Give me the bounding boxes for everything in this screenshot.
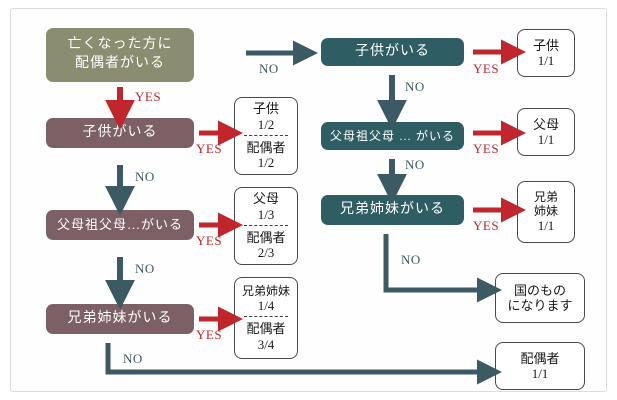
result-siblings-full-share: 1/1 bbox=[537, 218, 555, 234]
decision-spouse-exists: 亡くなった方に 配偶者がいる bbox=[46, 28, 194, 82]
result-spouse-full: 配偶者 1/1 bbox=[495, 342, 585, 390]
label-yes-right-children-to-result: YES bbox=[473, 61, 500, 76]
decision-left-siblings-label: 兄弟姉妹がいる bbox=[67, 310, 173, 326]
result-parents-full-heir: 父母 bbox=[532, 116, 559, 132]
result-parents-third-heir: 父母 bbox=[252, 191, 279, 207]
arrow-no-right-siblings-to-escheat bbox=[383, 234, 502, 303]
label-yes-parents-to-result: YES bbox=[196, 233, 223, 248]
result-parents-third-heir-share: 1/3 bbox=[257, 206, 275, 222]
result-children-full-heir: 子供 bbox=[532, 37, 559, 53]
label-yes-siblings-to-result: YES bbox=[196, 327, 223, 342]
decision-right-children-label: 子供がいる bbox=[355, 43, 430, 59]
result-parents-full: 父母 1/1 bbox=[517, 108, 575, 156]
result-children-half-heir: 子供 bbox=[252, 101, 279, 117]
result-siblings-quarter: 兄弟姉妹 1/4 配偶者 3/4 bbox=[234, 277, 298, 359]
label-no-children-to-parents: NO bbox=[135, 169, 155, 184]
result-parents-third: 父母 1/3 配偶者 2/3 bbox=[234, 187, 298, 265]
decision-left-parents-label: 父母祖父母…がいる bbox=[56, 217, 183, 233]
label-yes-children-to-result: YES bbox=[196, 141, 223, 156]
label-no-right-siblings-to-escheat: NO bbox=[401, 252, 421, 267]
result-siblings-full-heir-line2: 姉妹 bbox=[533, 204, 558, 219]
result-parents-full-share: 1/1 bbox=[537, 132, 555, 147]
result-children-full-share: 1/1 bbox=[537, 53, 555, 68]
decision-spouse-exists-line2: 配偶者がいる bbox=[75, 56, 165, 71]
label-no-siblings-to-spouse-only: NO bbox=[123, 351, 143, 366]
result-divider bbox=[243, 316, 289, 318]
label-no-right-parents-to-siblings: NO bbox=[405, 157, 425, 172]
result-divider bbox=[243, 225, 289, 226]
decision-right-children: 子供がいる bbox=[321, 38, 464, 66]
decision-left-children: 子供がいる bbox=[46, 118, 194, 148]
result-children-half-spouse: 配偶者 bbox=[246, 140, 286, 155]
label-no-right-children-to-parents: NO bbox=[405, 79, 425, 94]
arrow-no-siblings-to-spouse-only bbox=[105, 343, 502, 385]
decision-spouse-exists-line1: 亡くなった方に bbox=[67, 37, 173, 53]
result-escheat-to-state: 国のもの になります bbox=[495, 273, 585, 323]
label-yes-spouse-to-children: YES bbox=[135, 89, 162, 104]
diagram-card: 亡くなった方に 配偶者がいる 子供がいる 父母祖父母…がいる 兄弟姉妹がいる 子… bbox=[10, 8, 607, 392]
result-parents-third-spouse: 配偶者 bbox=[246, 230, 286, 245]
result-children-half-spouse-share: 1/2 bbox=[257, 155, 275, 171]
result-siblings-quarter-spouse: 配偶者 bbox=[246, 321, 286, 337]
decision-right-parents-label: 父母祖父母 … がいる bbox=[329, 128, 455, 143]
result-spouse-full-heir: 配偶者 bbox=[520, 350, 560, 366]
decision-right-siblings-label: 兄弟姉妹がいる bbox=[340, 201, 445, 217]
label-yes-right-siblings-to-result: YES bbox=[473, 218, 500, 233]
result-parents-third-spouse-share: 2/3 bbox=[257, 245, 275, 261]
result-siblings-quarter-heir: 兄弟姉妹 bbox=[241, 283, 290, 298]
result-escheat-line2: になります bbox=[507, 298, 573, 313]
label-yes-right-parents-to-result: YES bbox=[473, 141, 500, 156]
result-divider bbox=[243, 135, 289, 136]
result-siblings-full-heir-line1: 兄弟 bbox=[533, 190, 558, 205]
result-spouse-full-share: 1/1 bbox=[531, 366, 549, 381]
arrow-layer bbox=[105, 39, 526, 385]
result-siblings-quarter-heir-share: 1/4 bbox=[257, 298, 275, 314]
result-siblings-quarter-spouse-share: 3/4 bbox=[257, 336, 275, 352]
decision-left-children-label: 子供がいる bbox=[82, 124, 158, 140]
result-children-half-heir-share: 1/2 bbox=[257, 116, 275, 132]
result-siblings-full: 兄弟 姉妹 1/1 bbox=[517, 181, 575, 243]
label-no-parents-to-siblings: NO bbox=[135, 261, 155, 276]
label-no-spouse-to-right-children: NO bbox=[259, 61, 279, 76]
result-escheat-line1: 国のもの bbox=[513, 282, 566, 298]
